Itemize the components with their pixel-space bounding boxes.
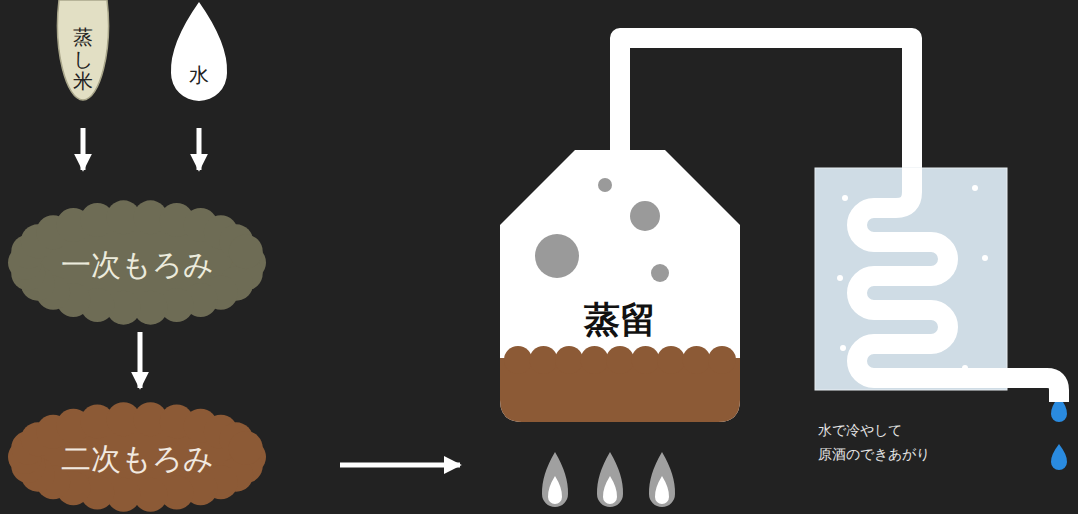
- primary-moromi: 一次もろみ: [8, 200, 266, 325]
- fire-drops: [542, 452, 675, 507]
- steamed-rice-grain: 蒸し米: [55, 0, 111, 100]
- caption-text: 水で冷やして 原酒のできあがり: [818, 418, 958, 466]
- cooling-coil: [857, 168, 1059, 402]
- flow-arrow: [340, 463, 460, 468]
- node-label: 水: [170, 62, 228, 89]
- secondary-moromi: 二次もろみ: [8, 402, 266, 512]
- condenser-box: 水で冷やして 原酒のできあがり: [815, 168, 1007, 390]
- condenser-box-outline: [815, 168, 1007, 390]
- still-flask-outline: [500, 150, 740, 422]
- liquor-drops: [1051, 396, 1067, 470]
- flow-arrow: [138, 332, 143, 388]
- node-label: 蒸留: [500, 296, 740, 345]
- node-label: 一次もろみ: [8, 245, 266, 286]
- node-label: 蒸し米: [73, 26, 93, 92]
- node-label: 二次もろみ: [8, 439, 266, 480]
- water-drop: 水: [170, 0, 228, 102]
- still-flask: 蒸留: [500, 150, 740, 422]
- flow-arrow: [81, 128, 86, 170]
- flow-arrow: [197, 128, 202, 170]
